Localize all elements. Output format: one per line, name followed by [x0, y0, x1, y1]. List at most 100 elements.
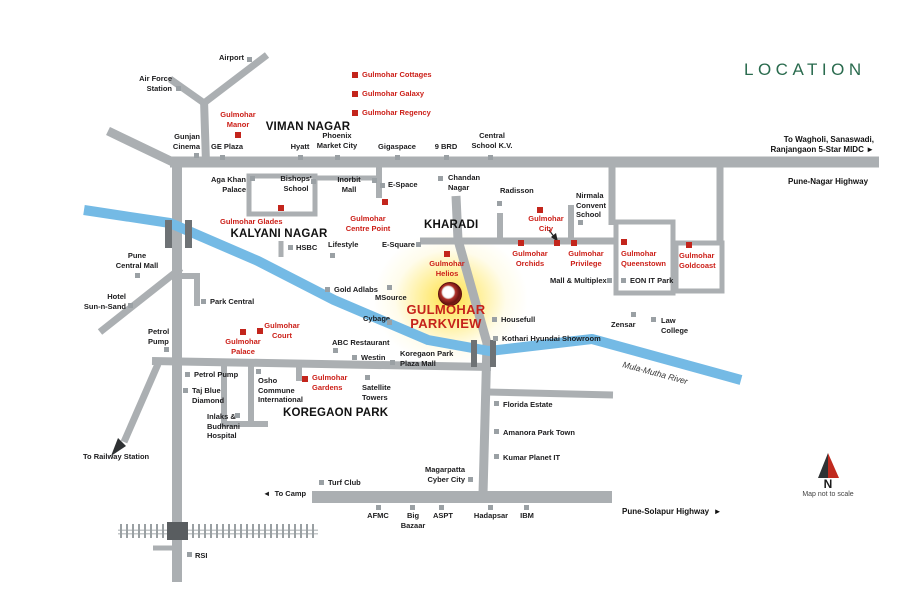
map-scale-note: Map not to scale: [802, 491, 854, 498]
marker-gulmohar-queenstown: [621, 239, 627, 245]
label-turf-club: Turf Club: [328, 478, 361, 487]
marker-pune-central-mall: [135, 273, 140, 278]
marker-mall-multiplex: [607, 278, 612, 283]
label-gulmohar-manor: Gulmohar Manor: [220, 110, 256, 129]
label-e-space: E-Space: [388, 180, 418, 189]
gulmohar-city-pointer-icon: [548, 229, 558, 242]
marker-petrol-pump-1: [164, 347, 169, 352]
label-mall-multiplex: Mall & Multiplex: [550, 276, 607, 285]
label-gulmohar-privilege: Gulmohar Privilege: [568, 249, 604, 268]
marker-lifestyle: [330, 253, 335, 258]
marker-radisson: [497, 201, 502, 206]
marker-gigaspace: [395, 155, 400, 160]
label-florida-estate: Florida Estate: [503, 400, 553, 409]
river: [83, 205, 743, 385]
label-magarpatta-cyber-city: Magarpatta Cyber City: [424, 465, 465, 484]
label-gulmohar-centre-point: Gulmohar Centre Point: [345, 214, 391, 233]
marker-chandan-nagar: [438, 176, 443, 181]
label-housefull: Housefull: [501, 315, 536, 324]
marker-gulmohar-helios: [444, 251, 450, 257]
marker-e-square: [416, 242, 421, 247]
marker-kumar-planet-it: [494, 454, 499, 459]
marker-osho-commune: [256, 369, 261, 374]
label-satellite-towers: Satellite Towers: [362, 383, 391, 402]
label-pune-solapur-highway: Pune-Solapur Highway ►: [622, 507, 722, 516]
label-nirmala-convent-school: Nirmala Convent School: [576, 191, 606, 219]
marker-hadapsar: [488, 505, 493, 510]
label-e-square: E-Square: [382, 240, 415, 249]
label-chandan-nagar: Chandan Nagar: [448, 173, 481, 192]
label-aga-khan-palace: Aga Khan Palace: [210, 175, 246, 194]
label-ibm: IBM: [520, 511, 534, 520]
label-kothari-hyundai: Kothari Hyundai Showroom: [502, 334, 601, 343]
marker-eon-it-park: [621, 278, 626, 283]
marker-airport: [247, 57, 252, 62]
label-gulmohar-city: Gulmohar City: [528, 214, 564, 233]
label-amanora-park-town: Amanora Park Town: [503, 428, 575, 437]
label-gold-adlabs: Gold Adlabs: [334, 285, 378, 294]
marker-ge-plaza: [220, 155, 225, 160]
marker-gulmohar-court: [257, 328, 263, 334]
marker-gulmohar-privilege: [571, 240, 577, 246]
marker-msource: [387, 285, 392, 290]
marker-bishops-school: [311, 179, 316, 184]
label-osho-commune: Osho Commune International: [258, 376, 304, 404]
compass-north-label: N: [823, 477, 833, 491]
label-zensar: Zensar: [611, 320, 636, 329]
marker-afmc: [376, 505, 381, 510]
label-air-force-station: Air Force Station: [139, 74, 172, 93]
marker-gulmohar-palace: [240, 329, 246, 335]
label-nine-brd: 9 BRD: [434, 142, 458, 151]
gulmohar-parkview-logo-icon: [438, 282, 462, 306]
label-petrol-pump-1: Petrol Pump: [148, 327, 170, 346]
label-hotel-sun-n-sand: Hotel Sun-n-Sand: [83, 292, 126, 311]
railway-track: [118, 522, 318, 540]
label-to-camp: ◄ To Camp: [263, 489, 307, 498]
label-kalyani-nagar: KALYANI NAGAR: [230, 228, 328, 240]
label-pune-central-mall: Pune Central Mall: [115, 251, 159, 270]
marker-gulmohar-city: [537, 207, 543, 213]
label-central-school-kv: Central School K.V.: [471, 131, 513, 150]
marker-cybage: [387, 320, 392, 325]
label-taj-blue-diamond: Taj Blue Diamond: [192, 386, 225, 405]
marker-amanora-park-town: [494, 429, 499, 434]
marker-housefull: [492, 317, 497, 322]
label-gulmohar-palace: Gulmohar Palace: [225, 337, 261, 356]
label-pune-nagar-highway: Pune-Nagar Highway: [788, 177, 869, 186]
label-gulmohar-cottages: Gulmohar Cottages: [362, 70, 432, 79]
marker-gulmohar-gardens: [302, 376, 308, 382]
marker-turf-club: [319, 480, 324, 485]
label-to-wagholi: To Wagholi, Sanaswadi, Ranjangaon 5-Star…: [770, 135, 874, 154]
label-big-bazaar: Big Bazaar: [400, 511, 426, 530]
marker-inlaks-budhrani: [235, 413, 240, 418]
marker-kothari-hyundai: [493, 336, 498, 341]
marker-nine-brd: [444, 155, 449, 160]
label-cybage: Cybage: [363, 314, 391, 323]
marker-air-force-station: [176, 86, 181, 91]
label-hyatt: Hyatt: [290, 142, 310, 151]
marker-abc-restaurant: [333, 348, 338, 353]
marker-gulmohar-cottages: [352, 72, 358, 78]
label-viman-nagar: VIMAN NAGAR: [265, 121, 351, 133]
label-inlaks-budhrani: Inlaks & Budhrani Hospital: [207, 412, 240, 440]
marker-koregaon-park-plaza-mall: [390, 360, 395, 365]
label-to-railway-station: To Railway Station: [83, 452, 150, 461]
marker-florida-estate: [494, 401, 499, 406]
marker-hsbc: [288, 245, 293, 250]
label-gulmohar-galaxy: Gulmohar Galaxy: [362, 89, 425, 98]
marker-gunjan-cinema: [194, 153, 199, 158]
label-gulmohar-orchids: Gulmohar Orchids: [512, 249, 548, 268]
label-gigaspace: Gigaspace: [378, 142, 416, 151]
pv-line2: PARKVIEW: [410, 316, 482, 331]
marker-hotel-sun-n-sand: [128, 303, 133, 308]
label-koregaon-park-plaza-mall: Koregaon Park Plaza Mall: [400, 349, 454, 368]
label-afmc: AFMC: [367, 511, 389, 520]
marker-westin: [352, 355, 357, 360]
label-gunjan-cinema: Gunjan Cinema: [172, 132, 200, 151]
label-park-central: Park Central: [210, 297, 255, 306]
marker-aspt: [439, 505, 444, 510]
marker-nirmala-convent-school: [578, 220, 583, 225]
